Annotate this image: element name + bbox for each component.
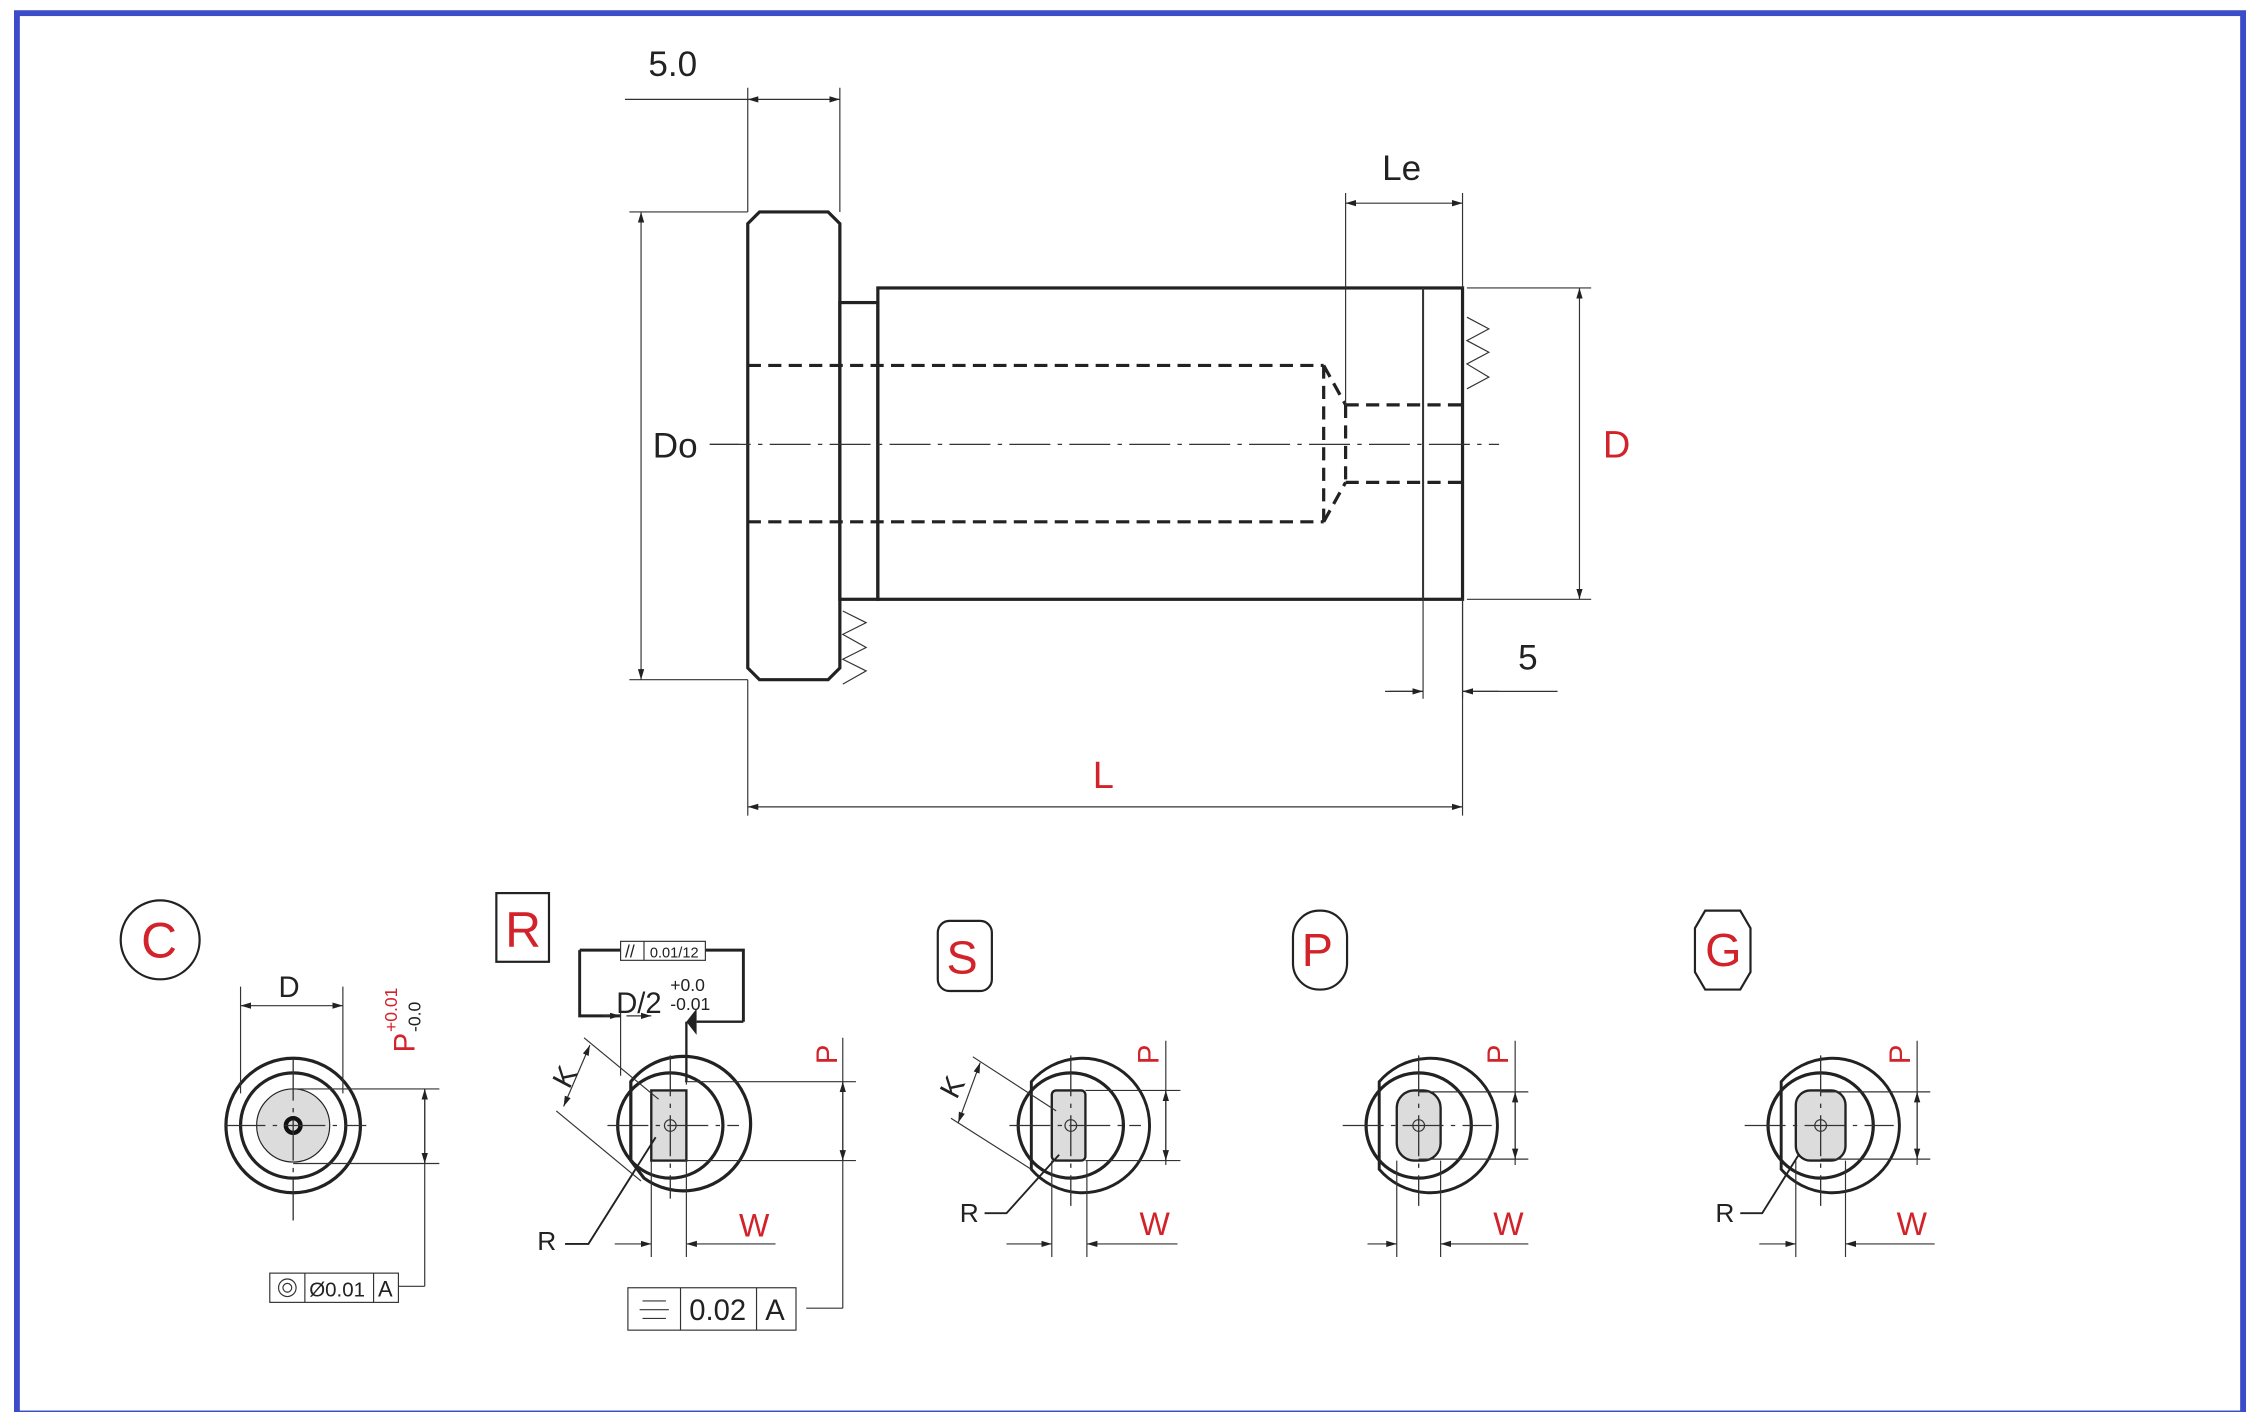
svg-text:P: P: [1483, 1045, 1515, 1065]
svg-text:D: D: [279, 972, 300, 1004]
svg-text:W: W: [1493, 1206, 1524, 1242]
dim-d: D: [1603, 425, 1630, 467]
svg-text:-0.0: -0.0: [404, 1001, 424, 1031]
variant-r: R K // 0.01/12 D/2 +0.0 -0.01 P R W 0.02…: [495, 892, 856, 1331]
svg-text:P: P: [1134, 1045, 1166, 1065]
main-side-view: 5.0 Le Do D 5 L: [624, 45, 1630, 816]
svg-text:W: W: [1897, 1206, 1928, 1242]
svg-text:P: P: [812, 1045, 844, 1065]
svg-text:P: P: [1885, 1045, 1917, 1065]
dim-flange-thickness: 5.0: [648, 45, 697, 84]
dim-end-length: 5: [1518, 638, 1538, 677]
label-c: C: [141, 912, 177, 968]
svg-text:G: G: [1705, 924, 1741, 976]
svg-text:0.02: 0.02: [689, 1295, 746, 1327]
svg-text:K: K: [547, 1061, 585, 1094]
svg-text:R: R: [505, 902, 541, 958]
svg-text:A: A: [378, 1277, 393, 1302]
svg-text:R: R: [537, 1226, 556, 1256]
svg-text:0.01/12: 0.01/12: [650, 945, 699, 961]
svg-text:P: P: [1302, 924, 1333, 976]
variant-g: G P R W: [1693, 909, 1935, 1258]
dim-do: Do: [653, 427, 698, 466]
dim-le: Le: [1382, 149, 1421, 188]
svg-text:W: W: [1140, 1206, 1171, 1242]
svg-text:R: R: [960, 1198, 979, 1228]
svg-text:D/2: D/2: [616, 988, 661, 1020]
svg-text:P: P: [389, 1033, 421, 1053]
frame-border: [13, 10, 2247, 1412]
svg-text:Ø0.01: Ø0.01: [309, 1279, 365, 1302]
svg-text:W: W: [739, 1208, 770, 1244]
variant-c: C D P+0.01-0.0 Ø0.01 A: [119, 899, 440, 1303]
variant-s: S K P R W: [934, 919, 1181, 1258]
svg-text:+0.01: +0.01: [381, 988, 401, 1032]
svg-text:A: A: [765, 1295, 785, 1327]
svg-text:-0.01: -0.01: [670, 994, 710, 1014]
svg-text:R: R: [1715, 1198, 1734, 1228]
svg-text:S: S: [947, 931, 978, 983]
svg-text:+0.0: +0.0: [670, 975, 705, 995]
variant-p: P P W: [1291, 909, 1529, 1258]
svg-text://: //: [625, 941, 635, 961]
dim-l: L: [1093, 755, 1114, 797]
